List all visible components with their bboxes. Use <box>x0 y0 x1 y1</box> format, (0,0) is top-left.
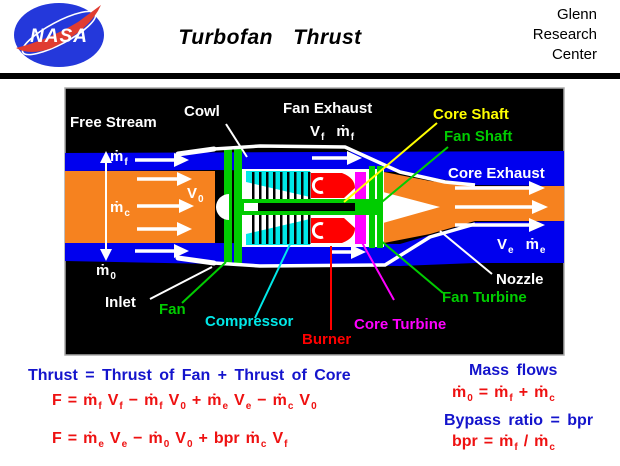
header-rule <box>0 73 620 79</box>
bypass-ratio-equation: bpr=ṁf/ṁc <box>452 433 555 453</box>
core-turbine-leader-line <box>359 238 395 301</box>
org-line: Center <box>551 46 597 63</box>
nasa-logo: NASA <box>14 3 104 67</box>
flame-holder-icon <box>311 177 324 194</box>
cowl-outline <box>213 144 476 268</box>
symbol-mdot-0: ṁ0 <box>96 262 116 283</box>
org-name: Glenn Research Center <box>533 5 597 65</box>
inlet-lips <box>175 146 217 266</box>
label-free-stream: Free Stream <box>70 114 157 131</box>
stream-tube-height-arrow <box>100 151 112 261</box>
shafts <box>236 199 383 215</box>
shaft-gap <box>244 203 258 211</box>
label-core-exhaust: Core Exhaust <box>448 165 545 182</box>
org-line: Glenn <box>556 6 597 23</box>
page-title: Turbofan Thrust <box>178 26 362 49</box>
leader-lines <box>149 122 493 330</box>
label-nozzle: Nozzle <box>496 271 544 288</box>
symbol-mdot-c: ṁc <box>110 199 130 220</box>
label-inlet: Inlet <box>105 294 136 311</box>
label-cowl: Cowl <box>184 103 220 120</box>
org-line: Research <box>532 26 597 43</box>
fan-shaft-leader-line <box>370 146 449 212</box>
mass-flows-title: Mass flows <box>469 362 558 379</box>
mass-flow-equation: ṁ0=ṁf+ṁc <box>452 384 555 404</box>
core-shaft-leader-line <box>343 122 438 203</box>
label-core-shaft: Core Shaft <box>433 106 509 123</box>
flame-holder-icon <box>311 222 324 239</box>
symbol-mdot-f: ṁf <box>110 148 128 169</box>
label-fan-turbine: Fan Turbine <box>442 289 527 306</box>
label-fan-shaft: Fan Shaft <box>444 128 513 145</box>
logo-wordmark: NASA <box>30 26 88 47</box>
inlet-leader-line <box>149 266 213 300</box>
nozzle-leader-line <box>439 230 493 275</box>
cowl-leader-line <box>225 123 248 158</box>
free-stream-arrows <box>135 153 194 258</box>
bypass-ratio-title: Bypass ratio = bpr <box>444 412 594 429</box>
burner-section <box>311 173 355 243</box>
symbol-v0: V0 <box>187 185 204 206</box>
label-fan-exhaust: Fan Exhaust <box>283 100 373 117</box>
spinner-cone <box>216 194 229 220</box>
fan-exhaust-arrows <box>312 151 366 259</box>
fan-leader-line <box>181 261 227 304</box>
fan-stream-bottom <box>65 221 564 266</box>
label-compressor: Compressor <box>205 313 294 330</box>
core-exhaust-arrows <box>455 181 548 232</box>
fan-stream-top <box>65 151 564 186</box>
label-burner: Burner <box>302 331 352 348</box>
fan-turbine-leader-line <box>379 239 444 294</box>
compressor-leader-line <box>254 239 293 319</box>
label-fan: Fan <box>159 301 186 318</box>
logo-swoosh-icon <box>16 5 101 52</box>
core-shaft <box>258 203 355 211</box>
nozzle-plug <box>383 192 440 223</box>
label-core-turbine: Core Turbine <box>354 316 447 333</box>
thrust-word-equation: Thrust = Thrust of Fan + Thrust of Core <box>28 367 351 384</box>
